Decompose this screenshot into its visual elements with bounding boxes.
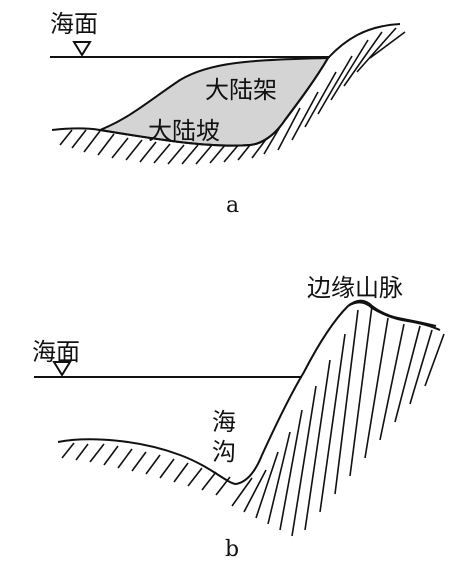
diagram-a: 海面 <box>50 10 406 218</box>
seafloor-profile-b <box>57 299 437 486</box>
continental-slope-label: 大陆坡 <box>148 117 220 145</box>
sea-level-marker-icon <box>72 41 92 57</box>
diagram-b: 边缘山脉 海面 <box>32 274 445 562</box>
continental-shelf-label: 大陆架 <box>205 76 277 104</box>
seafloor-profile-a <box>51 23 401 147</box>
mountain-hatch-b <box>231 305 445 537</box>
trench-label-line2: 沟 <box>212 438 236 466</box>
sea-level-marker-icon <box>52 361 72 377</box>
sea-surface-label-a: 海面 <box>50 10 98 38</box>
caption-b: b <box>225 537 239 562</box>
mountain-ridge-outline <box>347 301 441 331</box>
marginal-mountains-label: 边缘山脉 <box>307 274 403 302</box>
seafloor-hatch-b <box>61 442 231 496</box>
trench-label-line1: 海 <box>212 408 236 436</box>
caption-a: a <box>226 193 239 218</box>
